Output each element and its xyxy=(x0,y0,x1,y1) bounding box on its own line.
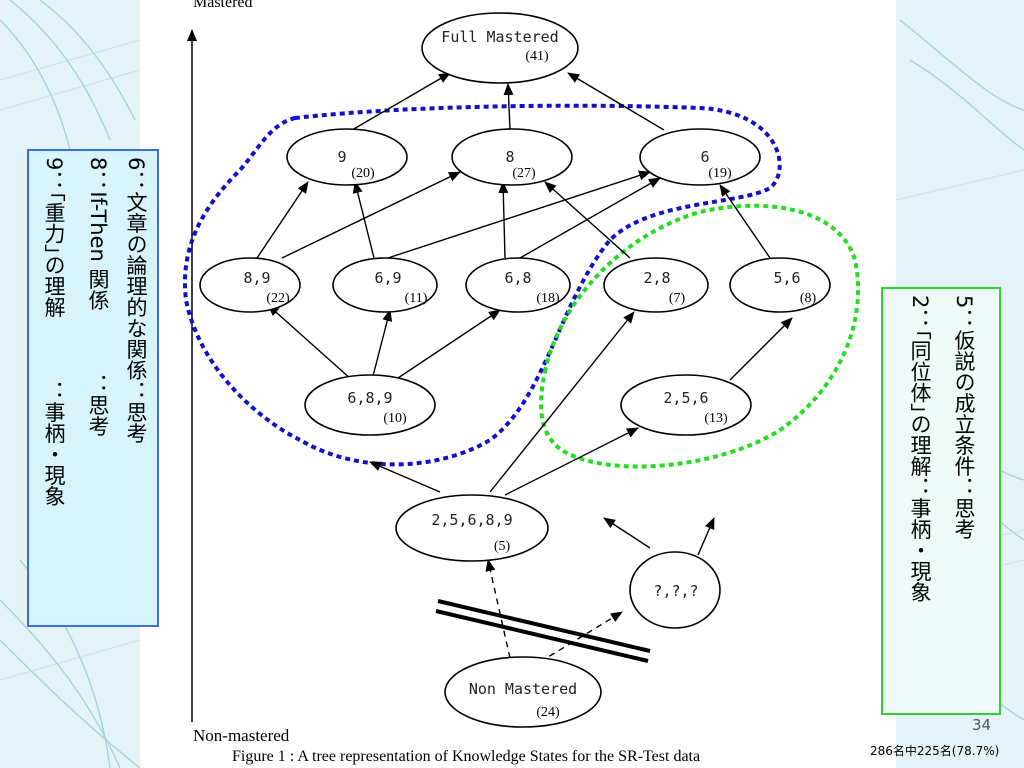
node-6-count: (19) xyxy=(708,166,732,181)
node-5-6 xyxy=(729,257,831,313)
legend-item-5: 5：仮説の成立条件：思考 xyxy=(952,295,976,540)
figure-caption: Figure 1 : A tree representation of Know… xyxy=(232,748,701,765)
axis-label-non-mastered: Non-mastered xyxy=(193,726,290,745)
node-8-label: 8 xyxy=(505,148,514,166)
node-9 xyxy=(286,128,408,186)
node-2-8-count: (7) xyxy=(669,291,686,306)
node-unknown-label: ?,?,? xyxy=(653,582,698,600)
node-2-5-6-8-9-count: (5) xyxy=(494,539,511,554)
node-6-8-9-label: 6,8,9 xyxy=(347,389,392,407)
node-8-count: (27) xyxy=(512,166,536,181)
node-6-8-9 xyxy=(304,374,436,436)
diagram-panel xyxy=(140,0,896,768)
node-2-5-6-label: 2,5,6 xyxy=(663,389,708,407)
legend-item-9: 9：｢重力｣の理解 ：事柄・現象 xyxy=(42,157,66,507)
node-full-mastered xyxy=(421,12,579,84)
node-6-8-9-count: (10) xyxy=(383,411,407,426)
node-2-8 xyxy=(603,257,709,313)
node-non-mastered xyxy=(444,656,602,728)
sample-footnote: 286名中225名(78.7%) xyxy=(870,744,1000,758)
node-non-mastered-label: Non Mastered xyxy=(469,680,577,698)
node-unknown xyxy=(629,551,721,629)
node-2-5-6-8-9 xyxy=(395,494,549,562)
node-8-9-label: 8,9 xyxy=(243,269,270,287)
node-6-9-count: (11) xyxy=(405,291,428,306)
node-9-label: 9 xyxy=(337,148,346,166)
node-6-9 xyxy=(332,257,438,313)
node-8 xyxy=(451,128,573,186)
node-6-8-count: (18) xyxy=(536,291,560,306)
node-6-label: 6 xyxy=(700,148,709,166)
node-6-8 xyxy=(465,257,571,313)
legend-box-right: 5：仮説の成立条件：思考 2：｢同位体｣の理解：事柄・現象 xyxy=(881,287,1001,715)
barrier-line-1 xyxy=(437,599,651,653)
node-2-5-6 xyxy=(620,374,752,436)
node-5-6-label: 5,6 xyxy=(773,269,800,287)
legend-item-8: 8：If-Then 関係 ：思考 xyxy=(86,157,110,437)
node-2-8-label: 2,8 xyxy=(643,269,670,287)
node-2-5-6-count: (13) xyxy=(704,411,728,426)
barrier-line-2 xyxy=(435,609,649,663)
node-6-9-label: 6,9 xyxy=(374,269,401,287)
node-6 xyxy=(639,128,761,186)
node-8-9 xyxy=(199,257,301,313)
node-9-count: (20) xyxy=(351,166,375,181)
axis-label-mastered: Mastered xyxy=(193,0,253,11)
blue-group-outline xyxy=(183,103,782,467)
node-8-9-count: (22) xyxy=(266,291,290,306)
legend-item-6: 6：文章の論理的な関係：思考 xyxy=(124,157,148,444)
page-number: 34 xyxy=(972,716,992,734)
node-non-mastered-count: (24) xyxy=(536,705,560,720)
green-group-outline xyxy=(539,203,861,469)
node-full-mastered-count: (41) xyxy=(525,49,549,64)
node-5-6-count: (8) xyxy=(800,291,817,306)
legend-item-2: 2：｢同位体｣の理解：事柄・現象 xyxy=(908,295,932,603)
node-6-8-label: 6,8 xyxy=(504,269,531,287)
legend-box-left: 6：文章の論理的な関係：思考 8：If-Then 関係 ：思考 9：｢重力｣の理… xyxy=(27,149,159,627)
node-full-mastered-label: Full Mastered xyxy=(441,28,558,46)
node-2-5-6-8-9-label: 2,5,6,8,9 xyxy=(431,511,512,529)
